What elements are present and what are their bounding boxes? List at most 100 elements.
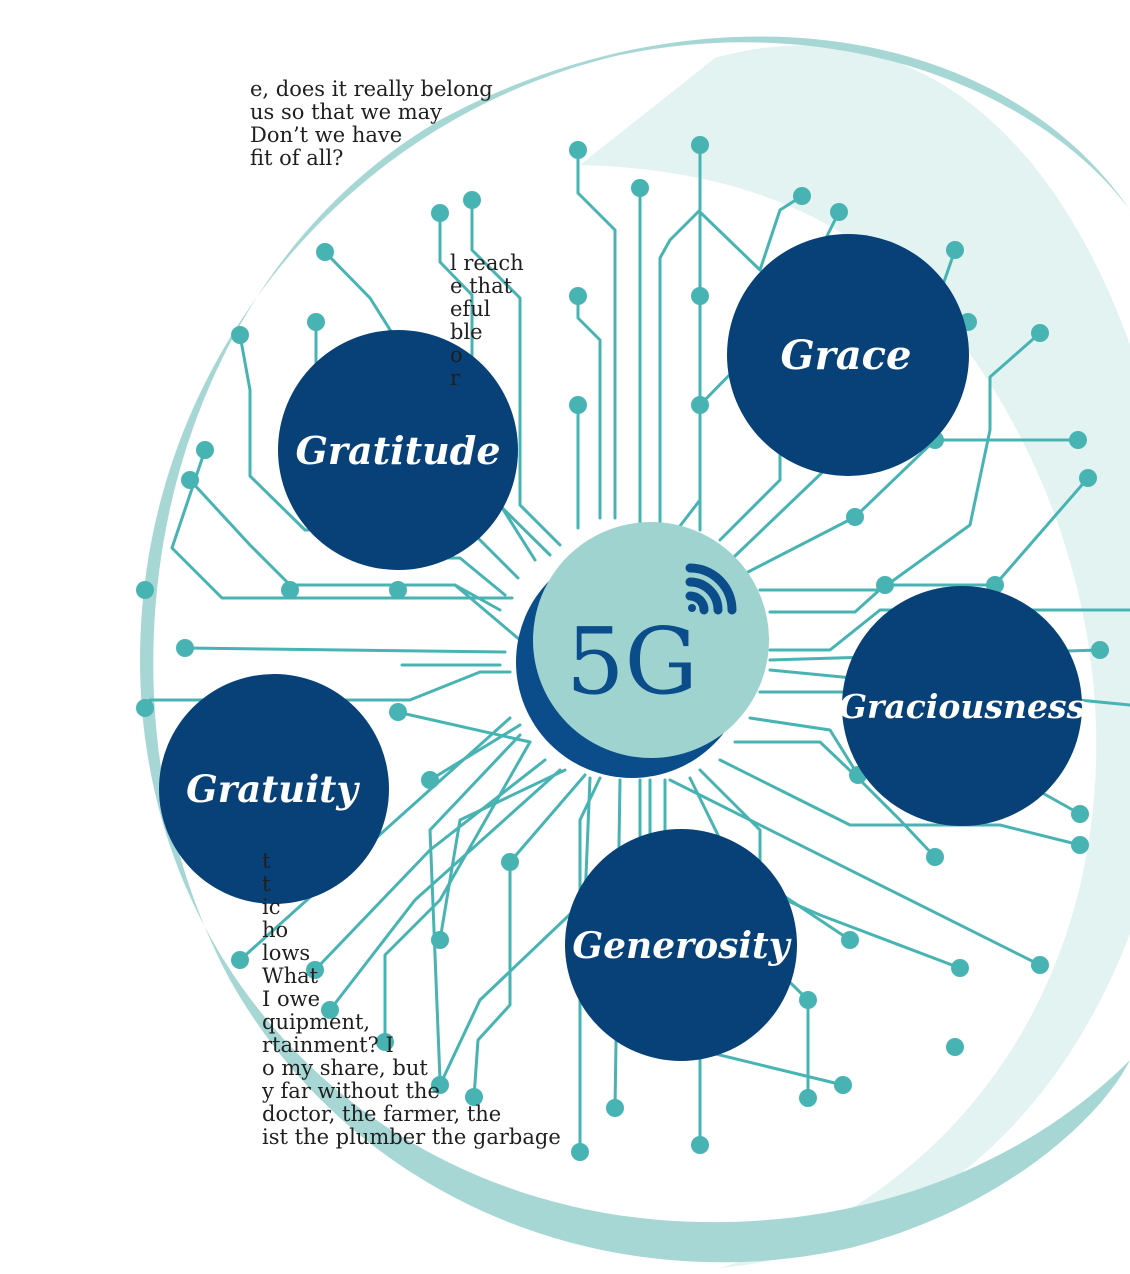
circuit-endpoint-dot (136, 581, 154, 599)
text-line: quipment, (262, 1010, 371, 1034)
node-circle (727, 234, 969, 476)
text-line: o my share, but (262, 1056, 428, 1080)
node-label-gratuity: Gratuity (186, 767, 360, 811)
text-line: Don’t we have (250, 123, 403, 147)
node-gratitude: Gratitude (278, 330, 518, 570)
node-label-gratitude: Gratitude (295, 428, 500, 473)
circuit-trace (746, 438, 1080, 574)
circuit-endpoint-dot (1031, 324, 1049, 342)
circuit-endpoint-dot (569, 141, 587, 159)
text-line: doctor, the farmer, the (262, 1102, 502, 1126)
circuit-endpoint-dot (176, 639, 194, 657)
circuit-trace (328, 768, 562, 1012)
circuit-trace (183, 646, 507, 654)
circuit-endpoint-dot (376, 1033, 394, 1051)
circuit-endpoint-dot (307, 313, 325, 331)
circuit-endpoint-dot (691, 1136, 709, 1154)
circuit-endpoint-dot (569, 396, 587, 414)
circuit-endpoint-dot (841, 931, 859, 949)
circuit-endpoint-dot (181, 471, 199, 489)
circuit-endpoint-dot (876, 576, 894, 594)
circuit-endpoint-dot (799, 991, 817, 1009)
text-line: o (450, 343, 463, 367)
article-paragraph-mid: l reach e that eful ble o r (450, 252, 524, 390)
circuit-endpoint-dot (946, 1038, 964, 1056)
node-circle (842, 586, 1082, 826)
text-line: I owe (262, 987, 321, 1011)
circuit-trace (758, 331, 1042, 592)
circuit-endpoint-dot (316, 243, 334, 261)
text-line: What (262, 964, 319, 988)
circuit-trace (170, 448, 514, 600)
circuit-trace (668, 778, 1042, 967)
text-line: e that (450, 274, 513, 298)
circuit-trace (718, 758, 1082, 847)
circuit-trace (438, 768, 567, 942)
circuit-endpoints (136, 136, 1109, 1161)
circuit-endpoint-dot (569, 287, 587, 305)
circuit-endpoint-dot (926, 848, 944, 866)
hub-circle (533, 522, 769, 758)
circuit-trace (576, 148, 617, 520)
hub-5g: 5G (516, 522, 769, 778)
text-line: t (262, 849, 271, 873)
circuit-trace (472, 773, 587, 1099)
circuit-endpoint-dot (691, 136, 709, 154)
circuit-endpoint-dot (321, 1001, 339, 1019)
circuit-endpoint-dot (571, 1143, 589, 1161)
node-circle (159, 674, 389, 904)
circuit-trace (748, 716, 860, 777)
text-line: lows (262, 941, 311, 965)
circuit-endpoint-dot (1031, 956, 1049, 974)
text-line: ic (262, 895, 281, 919)
circuit-endpoint-dot (389, 581, 407, 599)
text-line: y far without the (262, 1079, 440, 1103)
text-line: eful (450, 297, 491, 321)
node-grace: Grace (727, 234, 969, 476)
circuit-endpoint-dot (830, 203, 848, 221)
circuit-endpoint-dot (431, 204, 449, 222)
circuit-endpoint-dot (1071, 805, 1089, 823)
circuit-endpoint-dot (834, 1076, 852, 1094)
circuit-endpoint-dot (136, 699, 154, 717)
circuit-trace (576, 294, 602, 520)
text-line: ist the plumber the garbage (262, 1125, 561, 1149)
text-line: fit of all? (250, 146, 344, 170)
text-line: t (262, 872, 271, 896)
circuit-trace (395, 710, 532, 744)
text-line: ho (262, 918, 289, 942)
text-line: ble (450, 320, 483, 344)
circuit-trace (438, 776, 592, 1087)
text-line: e, does it really belong (250, 77, 493, 101)
circuit-endpoint-dot (389, 703, 407, 721)
node-gratuity: Gratuity (159, 674, 389, 904)
node-label-graciousness: Graciousness (839, 687, 1085, 726)
node-generosity: Generosity (565, 829, 797, 1061)
circuit-endpoint-dot (1069, 431, 1087, 449)
text-line: l reach (450, 251, 524, 275)
circuit-trace (698, 194, 804, 532)
text-line: r (450, 366, 461, 390)
circuit-endpoint-dot (946, 241, 964, 259)
circuit-endpoint-dot (691, 396, 709, 414)
circuit-trace (470, 198, 562, 547)
circuit-endpoint-dot (431, 931, 449, 949)
circuit-trace (428, 723, 522, 782)
circuit-endpoint-dot (793, 187, 811, 205)
node-graciousness: Graciousness (839, 586, 1085, 826)
circuit-endpoint-dot (631, 179, 649, 197)
circuit-endpoint-dot (1071, 836, 1089, 854)
crescent-shape (580, 45, 1130, 1268)
circuit-trace (428, 733, 522, 1082)
circuit-endpoint-dot (231, 951, 249, 969)
node-circle (565, 829, 797, 1061)
wifi-signal-icon (685, 563, 737, 615)
circuit-endpoint-dot (1091, 641, 1109, 659)
circuit-endpoint-dot (606, 1099, 624, 1117)
node-label-grace: Grace (781, 332, 912, 379)
circuit-endpoint-dot (463, 191, 481, 209)
article-paragraph-bottom: t t ic ho lows What I owe quipment, rtai… (262, 850, 561, 1149)
text-line: rtainment? I (262, 1033, 394, 1057)
